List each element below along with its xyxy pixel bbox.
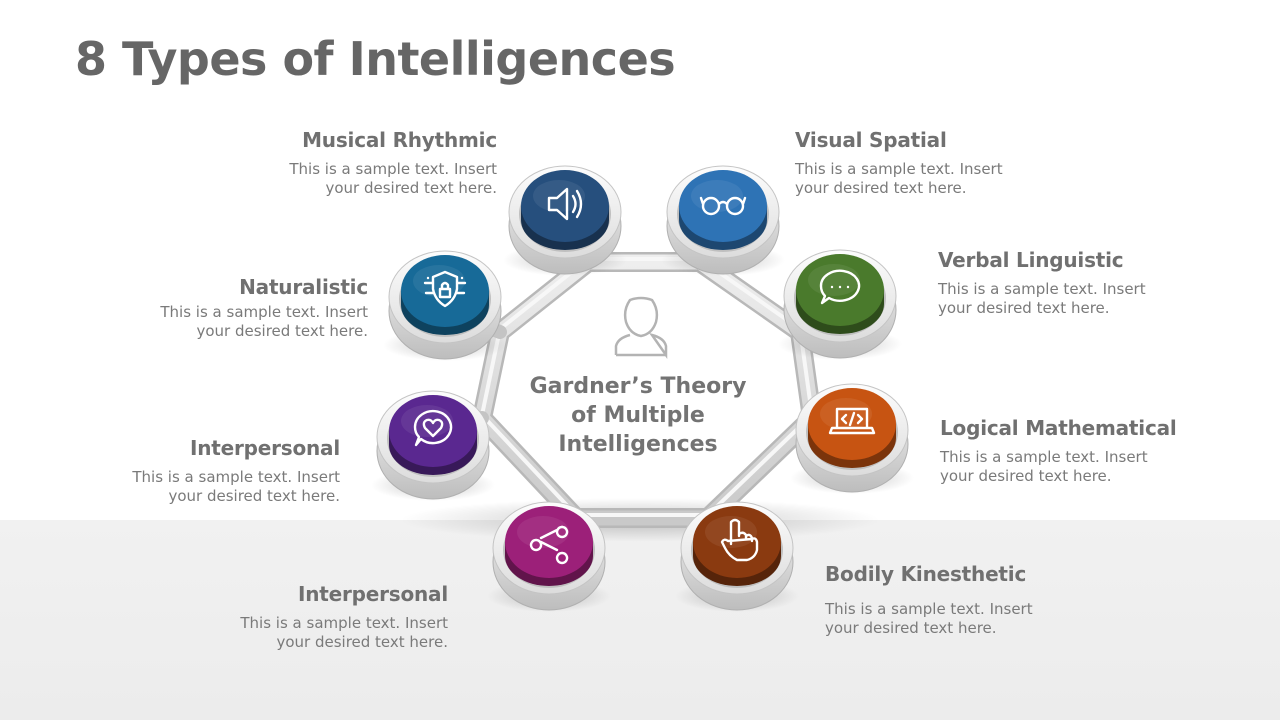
label-title: Interpersonal [297, 582, 448, 606]
node-cylinder-top [808, 388, 896, 460]
label-title: Verbal Linguistic [938, 248, 1124, 272]
node-heart-chat [371, 390, 495, 501]
node-cylinder-top [679, 170, 767, 242]
heart-chat-icon [413, 409, 453, 447]
speaker-icon [547, 187, 583, 221]
label-title: Musical Rhythmic [302, 128, 497, 152]
hand-pointer-icon [720, 518, 759, 562]
label-desc: This is a sample text. Insert your desir… [240, 614, 448, 651]
node-speaker [503, 165, 627, 276]
center-title-line-2: of Multiple [571, 403, 705, 428]
label-desc: This is a sample text. Insert your desir… [289, 160, 497, 197]
label-desc: This is a sample text. Insert your desir… [132, 468, 340, 505]
node-share [487, 501, 611, 612]
label-interpersonal-bottom: Interpersonal This is a sample text. Ins… [148, 582, 448, 652]
node-cylinder-top [389, 395, 477, 467]
label-desc: This is a sample text. Insert your desir… [160, 303, 368, 340]
nodes-layer [371, 165, 914, 612]
center-title-line-3: Intelligences [558, 432, 718, 457]
shield-lock-icon [423, 270, 467, 308]
person-icon [614, 296, 668, 359]
slide-title: 8 Types of Intelligences [75, 32, 676, 86]
node-cylinder-top [796, 254, 884, 326]
node-highlight [691, 180, 743, 212]
label-desc: This is a sample text. Insert your desir… [795, 160, 1003, 197]
floor-background [0, 520, 1280, 720]
node-hand-pointer [675, 501, 799, 612]
label-title: Visual Spatial [795, 128, 947, 152]
label-title: Logical Mathematical [940, 416, 1177, 440]
node-chat-bubble [778, 249, 902, 360]
node-highlight [517, 516, 569, 548]
laptop-code-icon [828, 407, 876, 435]
glasses-icon [699, 196, 747, 216]
label-interpersonal-left: Interpersonal This is a sample text. Ins… [40, 436, 340, 506]
label-desc: This is a sample text. Insert your desir… [825, 600, 1033, 637]
label-naturalistic: Naturalistic This is a sample text. Inse… [68, 275, 368, 341]
node-highlight [413, 265, 465, 297]
node-cylinder-top [521, 170, 609, 242]
node-cylinder-top [505, 506, 593, 578]
node-cylinder-top [401, 255, 489, 327]
label-title: Naturalistic [239, 275, 368, 299]
label-title: Interpersonal [189, 436, 340, 460]
label-desc: This is a sample text. Insert your desir… [940, 448, 1148, 485]
node-shield-lock [383, 250, 507, 361]
chat-bubble-icon [819, 269, 861, 305]
label-verbal-linguistic: Verbal Linguistic This is a sample text.… [938, 248, 1238, 318]
label-visual-spatial: Visual Spatial This is a sample text. In… [795, 128, 1095, 198]
node-cylinder-top [693, 506, 781, 578]
label-title: Bodily Kinesthetic [825, 562, 1027, 586]
label-logical-mathematical: Logical Mathematical This is a sample te… [940, 416, 1240, 486]
center-title-line-1: Gardner’s Theory [529, 374, 747, 399]
label-musical-rhythmic: Musical Rhythmic This is a sample text. … [197, 128, 497, 198]
node-glasses [661, 165, 785, 276]
node-laptop-code [790, 383, 914, 494]
share-icon [529, 525, 569, 565]
label-desc: This is a sample text. Insert your desir… [938, 280, 1146, 317]
label-bodily-kinesthetic: Bodily Kinesthetic This is a sample text… [825, 562, 1125, 638]
center-title: Gardner’s Theory of Multiple Intelligenc… [520, 372, 756, 459]
node-highlight [808, 264, 860, 296]
